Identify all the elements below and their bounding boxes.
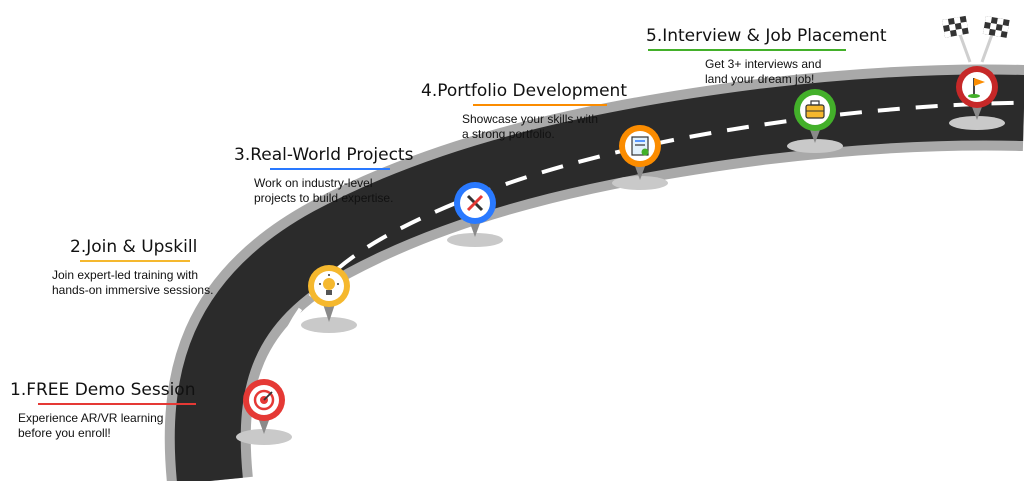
milestone-pin-3	[447, 182, 503, 247]
milestone-pin-4	[612, 125, 668, 190]
step-5-title: 5.Interview & Job Placement	[646, 26, 887, 46]
milestone-pin-1	[236, 379, 292, 445]
step-2-underline	[80, 260, 190, 262]
step-4-desc-line-2: a strong portfolio.	[462, 127, 555, 141]
step-1-desc-line-2: before you enroll!	[18, 426, 111, 440]
lightbulb-icon	[319, 274, 339, 295]
step-5-desc-line-2: land your dream job!	[705, 72, 815, 86]
step-2: 2.Join & Upskill Join expert-led trainin…	[52, 236, 213, 298]
step-2-desc-line-2: hands-on immersive sessions.	[52, 283, 214, 297]
step-3-description: Work on industry-level projects to build…	[254, 176, 413, 206]
step-4-desc-line-1: Showcase your skills with	[462, 112, 599, 126]
step-2-title: 2.Join & Upskill	[70, 237, 198, 257]
step-4: 4.Portfolio Development Showcase your sk…	[421, 80, 627, 142]
step-2-description: Join expert-led training with hands-on i…	[52, 268, 213, 298]
goal-flag-icon	[968, 78, 985, 98]
step-3-desc-line-1: Work on industry-level	[254, 176, 373, 190]
milestone-pin-2	[301, 265, 357, 333]
checkered-flags-icon	[942, 15, 1010, 63]
portfolio-icon	[631, 136, 649, 156]
step-5-underline	[648, 49, 846, 51]
step-3-desc-line-2: projects to build expertise.	[254, 191, 394, 205]
step-5-desc-line-1: Get 3+ interviews and	[705, 57, 822, 71]
step-4-underline	[473, 104, 607, 106]
road-center-dashes	[263, 100, 1024, 477]
step-4-description: Showcase your skills with a strong portf…	[462, 112, 627, 142]
briefcase-icon	[805, 100, 825, 119]
step-4-title: 4.Portfolio Development	[421, 81, 628, 101]
target-icon	[253, 389, 275, 411]
step-5-description: Get 3+ interviews and land your dream jo…	[705, 57, 887, 87]
step-3-title: 3.Real-World Projects	[234, 145, 414, 165]
step-3-underline	[270, 168, 390, 170]
step-1-description: Experience AR/VR learning before you enr…	[18, 411, 196, 441]
step-1-title: 1.FREE Demo Session	[10, 380, 196, 400]
step-1: 1.FREE Demo Session Experience AR/VR lea…	[10, 379, 196, 441]
milestone-pin-5	[787, 89, 843, 153]
step-3: 3.Real-World Projects Work on industry-l…	[234, 144, 413, 206]
step-2-desc-line-1: Join expert-led training with	[52, 268, 199, 282]
step-1-underline	[38, 403, 196, 405]
step-5: 5.Interview & Job Placement Get 3+ inter…	[646, 25, 887, 87]
tools-icon	[466, 194, 484, 212]
milestone-pin-finish	[949, 66, 1005, 130]
step-1-desc-line-1: Experience AR/VR learning	[18, 411, 164, 425]
